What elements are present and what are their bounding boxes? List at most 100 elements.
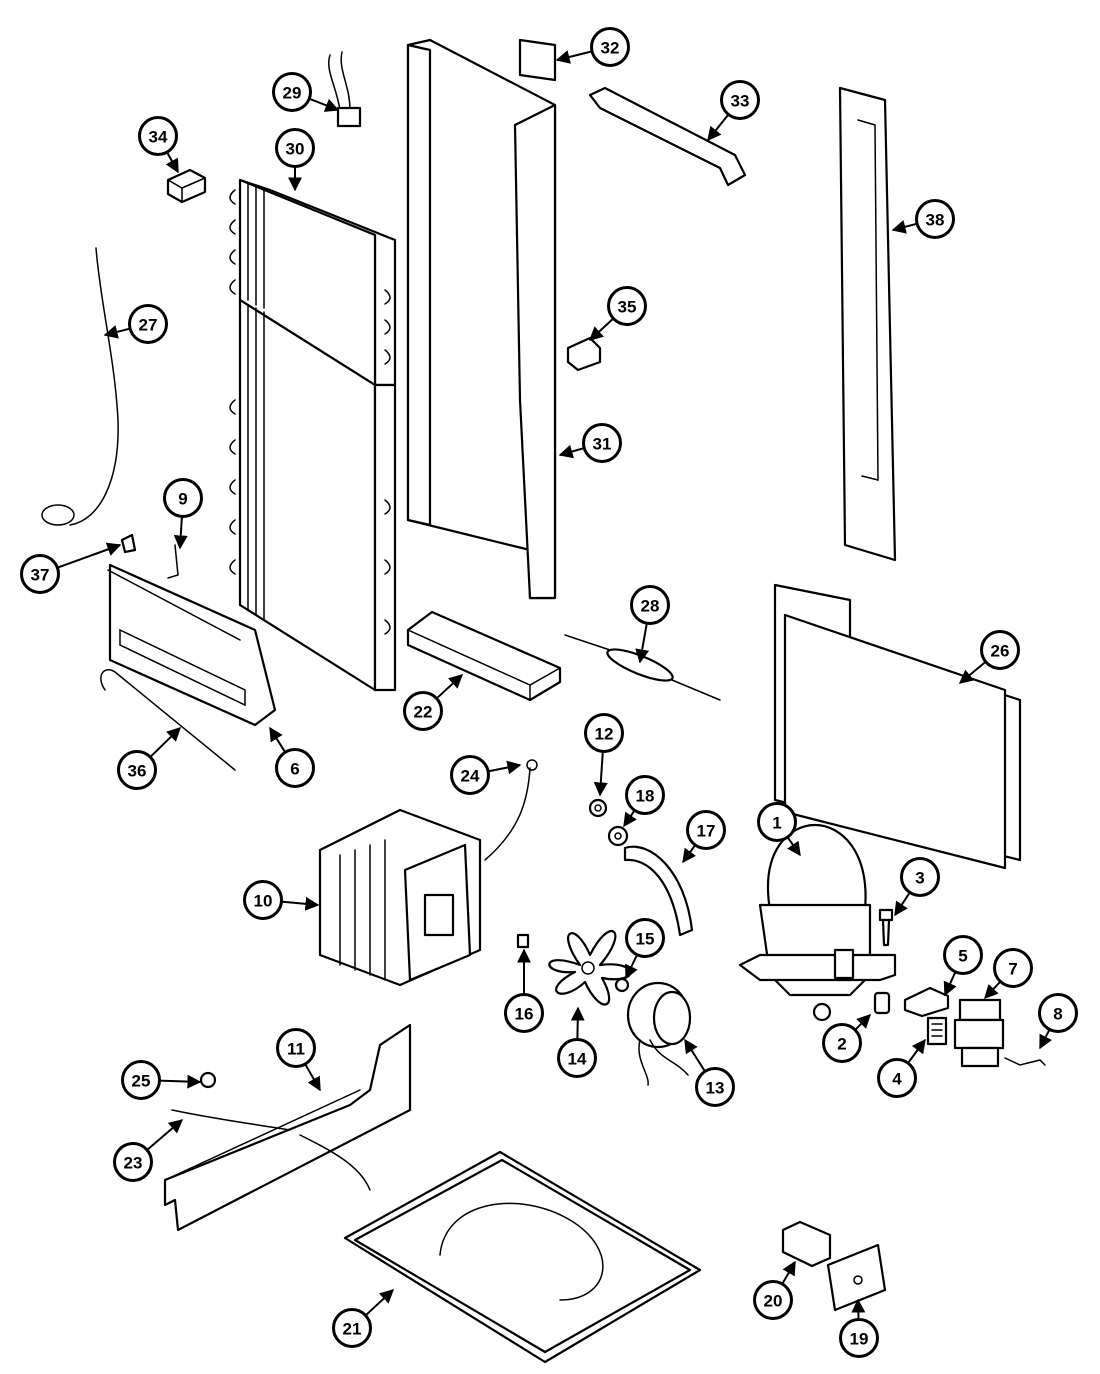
callout-18: 18 [625,775,665,815]
leader-line-23 [146,1119,184,1151]
part-36-rod [100,569,241,771]
part-5-clip [903,986,950,1018]
callout-number: 19 [850,1330,869,1349]
callout-5: 5 [943,935,983,975]
leader-line-22 [435,674,464,700]
leader-line-33 [707,113,730,142]
callout-circle [276,1028,316,1068]
callout-circle [877,1058,917,1098]
callout-13: 13 [695,1067,735,1107]
callout-24: 24 [450,755,490,795]
callout-circle [915,199,955,239]
leader-line-36 [149,727,182,758]
part-34-block [166,168,207,204]
callout-34: 34 [138,116,178,156]
callout-circle [630,585,670,625]
leader-line-31 [558,444,585,459]
callout-number: 21 [343,1320,362,1339]
callout-number: 29 [283,84,302,103]
callout-32: 32 [590,27,630,67]
leader-line-4 [907,1038,926,1064]
part-25-clip [199,1071,217,1089]
leader-line-35 [588,317,615,341]
leader-line-29 [308,97,340,112]
callout-circle [625,918,665,958]
part-8-clip [1004,1057,1046,1066]
callout-number: 16 [515,1005,534,1024]
leader-line-10 [281,896,320,911]
part-11-rail [163,1023,412,1232]
leader-line-2 [854,1014,871,1031]
part-30-evaporator-lower [229,298,397,692]
part-17-bracket [623,845,694,937]
callout-number: 38 [926,211,945,230]
callout-circle [275,748,315,788]
callout-4: 4 [877,1058,917,1098]
callout-number: 5 [958,947,967,966]
part-38-panel [838,86,897,562]
callout-number: 11 [287,1040,305,1059]
part-27-tube [41,247,119,526]
callout-circle [686,810,726,850]
callout-number: 25 [132,1072,151,1091]
part-4-relay [926,1016,948,1046]
leader-line-21 [364,1289,395,1317]
part-35-clip [566,336,602,372]
callout-6: 6 [275,748,315,788]
callout-31: 31 [582,423,622,463]
callout-circle [275,128,315,168]
callout-number: 34 [149,128,168,147]
callout-12: 12 [584,713,624,753]
callout-number: 20 [764,1292,783,1311]
part-29-wire-harness [328,51,362,128]
part-24-tube [484,759,538,861]
callout-number: 10 [254,892,273,911]
callout-number: 1 [772,814,781,833]
callout-circle [128,304,168,344]
leader-line-14 [570,1006,585,1040]
leader-line-17 [682,844,697,864]
callout-circle [121,1060,161,1100]
callout-35: 35 [607,286,647,326]
callout-number: 7 [1008,960,1017,979]
callout-circle [163,478,203,518]
leader-line-37 [57,542,122,569]
callout-circle [243,880,283,920]
leader-line-20 [781,1260,796,1285]
callout-1: 1 [757,802,797,842]
callout-number: 12 [595,725,614,744]
callout-circle [993,948,1033,988]
callout-number: 3 [915,869,924,888]
leader-line-32 [555,50,593,64]
part-13-fan-motor [626,981,692,1086]
part-32-bracket [518,38,557,82]
callout-circle [822,1023,862,1063]
part-6-baffle [108,563,277,727]
callout-19: 19 [839,1318,879,1358]
callout-number: 28 [641,597,660,616]
leader-line-3 [894,891,911,917]
callout-circle [720,80,760,120]
callout-circle [943,935,983,975]
callout-15: 15 [625,918,665,958]
callout-number: 22 [414,703,433,722]
callout-25: 25 [121,1060,161,1100]
callout-circle [113,1142,153,1182]
callout-7: 7 [993,948,1033,988]
callout-8: 8 [1038,993,1078,1033]
callout-circle [557,1038,597,1078]
callout-number: 18 [636,787,655,806]
callout-circle [403,691,443,731]
callout-number: 6 [290,760,299,779]
part-1-compressor [738,823,897,1022]
leader-line-8 [1039,1028,1052,1050]
leader-line-9 [173,516,188,550]
leader-line-28 [635,623,650,664]
callout-circle [20,554,60,594]
callout-33: 33 [720,80,760,120]
callout-29: 29 [272,72,312,112]
callout-2: 2 [822,1023,862,1063]
callout-27: 27 [128,304,168,344]
callout-circle [980,630,1020,670]
